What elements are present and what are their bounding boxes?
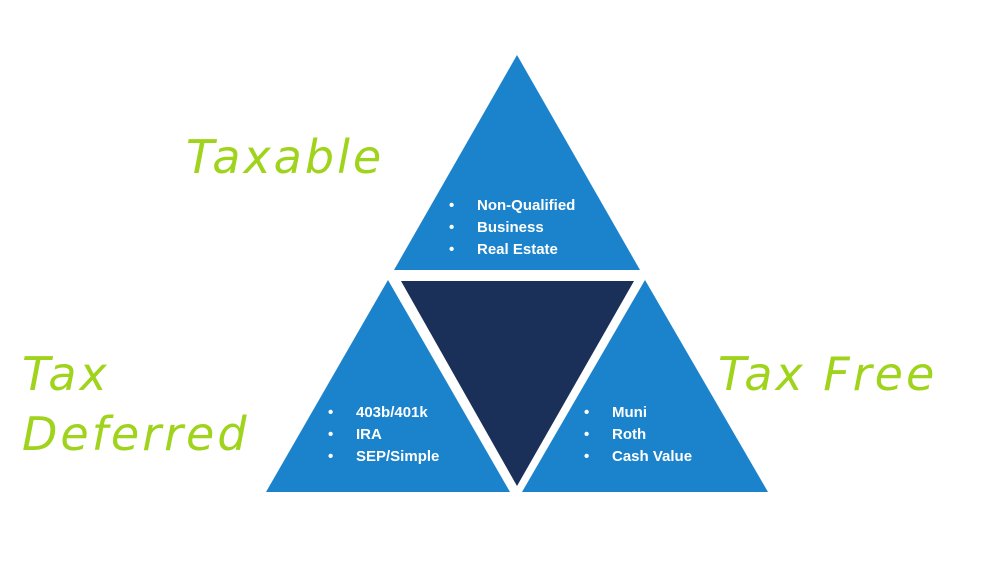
tax-deferred-label-line2: Deferred xyxy=(22,407,250,461)
tax-deferred-list-item: SEP/Simple xyxy=(328,446,439,468)
tax-free-label: Tax Free xyxy=(718,347,938,401)
tax-deferred-list-item: IRA xyxy=(328,424,439,446)
tax-deferred-label-line1: Tax xyxy=(22,347,110,401)
tax-deferred-triangle xyxy=(266,280,510,492)
tax-free-list: Muni Roth Cash Value xyxy=(584,402,692,468)
taxable-list-item: Non-Qualified xyxy=(449,195,575,217)
tax-free-list-item: Muni xyxy=(584,402,692,424)
taxable-label: Taxable xyxy=(186,130,385,184)
taxable-list: Non-Qualified Business Real Estate xyxy=(449,195,575,261)
center-inverted-triangle xyxy=(401,281,634,486)
taxable-list-item: Business xyxy=(449,217,575,239)
tax-free-list-item: Roth xyxy=(584,424,692,446)
tax-free-list-item: Cash Value xyxy=(584,446,692,468)
taxable-list-item: Real Estate xyxy=(449,239,575,261)
tax-deferred-list-item: 403b/401k xyxy=(328,402,439,424)
tax-deferred-list: 403b/401k IRA SEP/Simple xyxy=(328,402,439,468)
